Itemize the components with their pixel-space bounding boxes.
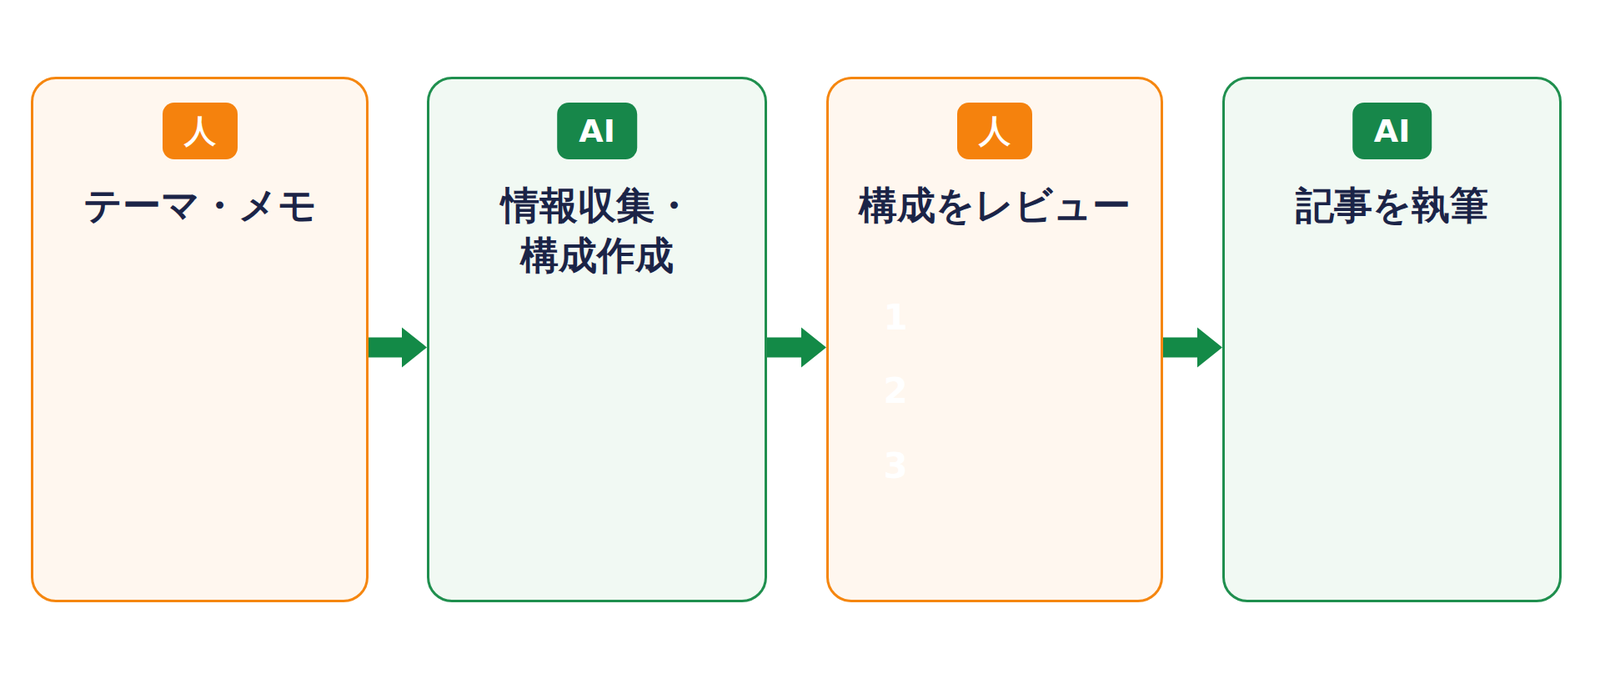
step-panel: 構成をレビュー人: [826, 76, 1164, 602]
badge-text: AI: [578, 112, 616, 150]
step-number: 3: [882, 448, 908, 484]
step-number: 1: [882, 300, 908, 336]
badge-text: 人: [184, 112, 216, 150]
step-panel: 情報収集・構成作成 AI: [426, 76, 768, 602]
step-panel: テーマ・メモ人: [30, 76, 369, 602]
actor-badge: 人: [957, 102, 1033, 160]
step-title: 構成をレビュー: [858, 180, 1131, 231]
actor-badge: AI: [556, 102, 637, 160]
badge-text: AI: [1374, 112, 1411, 150]
step-panel: 記事を執筆 AI: [1222, 76, 1562, 602]
flow-arrow: [368, 326, 427, 367]
step-title: テーマ・メモ: [83, 180, 317, 231]
flow-arrow: [1163, 326, 1223, 367]
step-number: 2: [882, 373, 908, 409]
flow-arrow: [767, 326, 827, 367]
badge-text: 人: [978, 112, 1011, 150]
actor-badge: AI: [1352, 102, 1433, 160]
step-title: 情報収集・構成作成: [499, 180, 696, 281]
step-title: 記事を執筆: [1295, 180, 1489, 231]
actor-badge: 人: [162, 102, 238, 160]
